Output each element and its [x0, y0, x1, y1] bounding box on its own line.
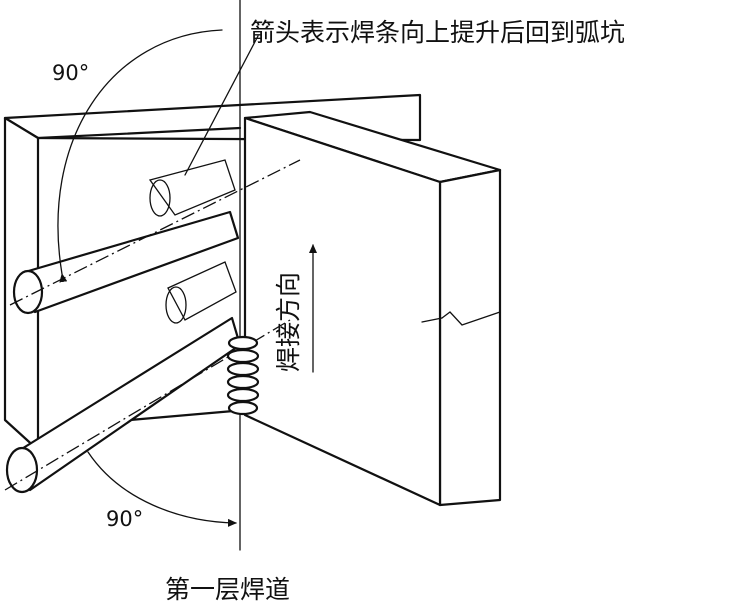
arrow-note: 箭头表示焊条向上提升后回到弧坑: [250, 18, 625, 47]
angle-arc-bottom: [87, 451, 237, 527]
note-leader: [184, 35, 259, 176]
angle-arc-top: [57, 29, 223, 283]
angle-label-bottom: 90°: [106, 507, 143, 531]
weld-direction-label: 焊接方向: [274, 272, 303, 372]
electrode-upper: [9, 159, 301, 315]
base-plate: [36, 110, 502, 507]
angle-label-top: 90°: [52, 61, 89, 85]
weld-bead: [226, 335, 260, 416]
first-layer-label: 第一层焊道: [165, 575, 290, 604]
